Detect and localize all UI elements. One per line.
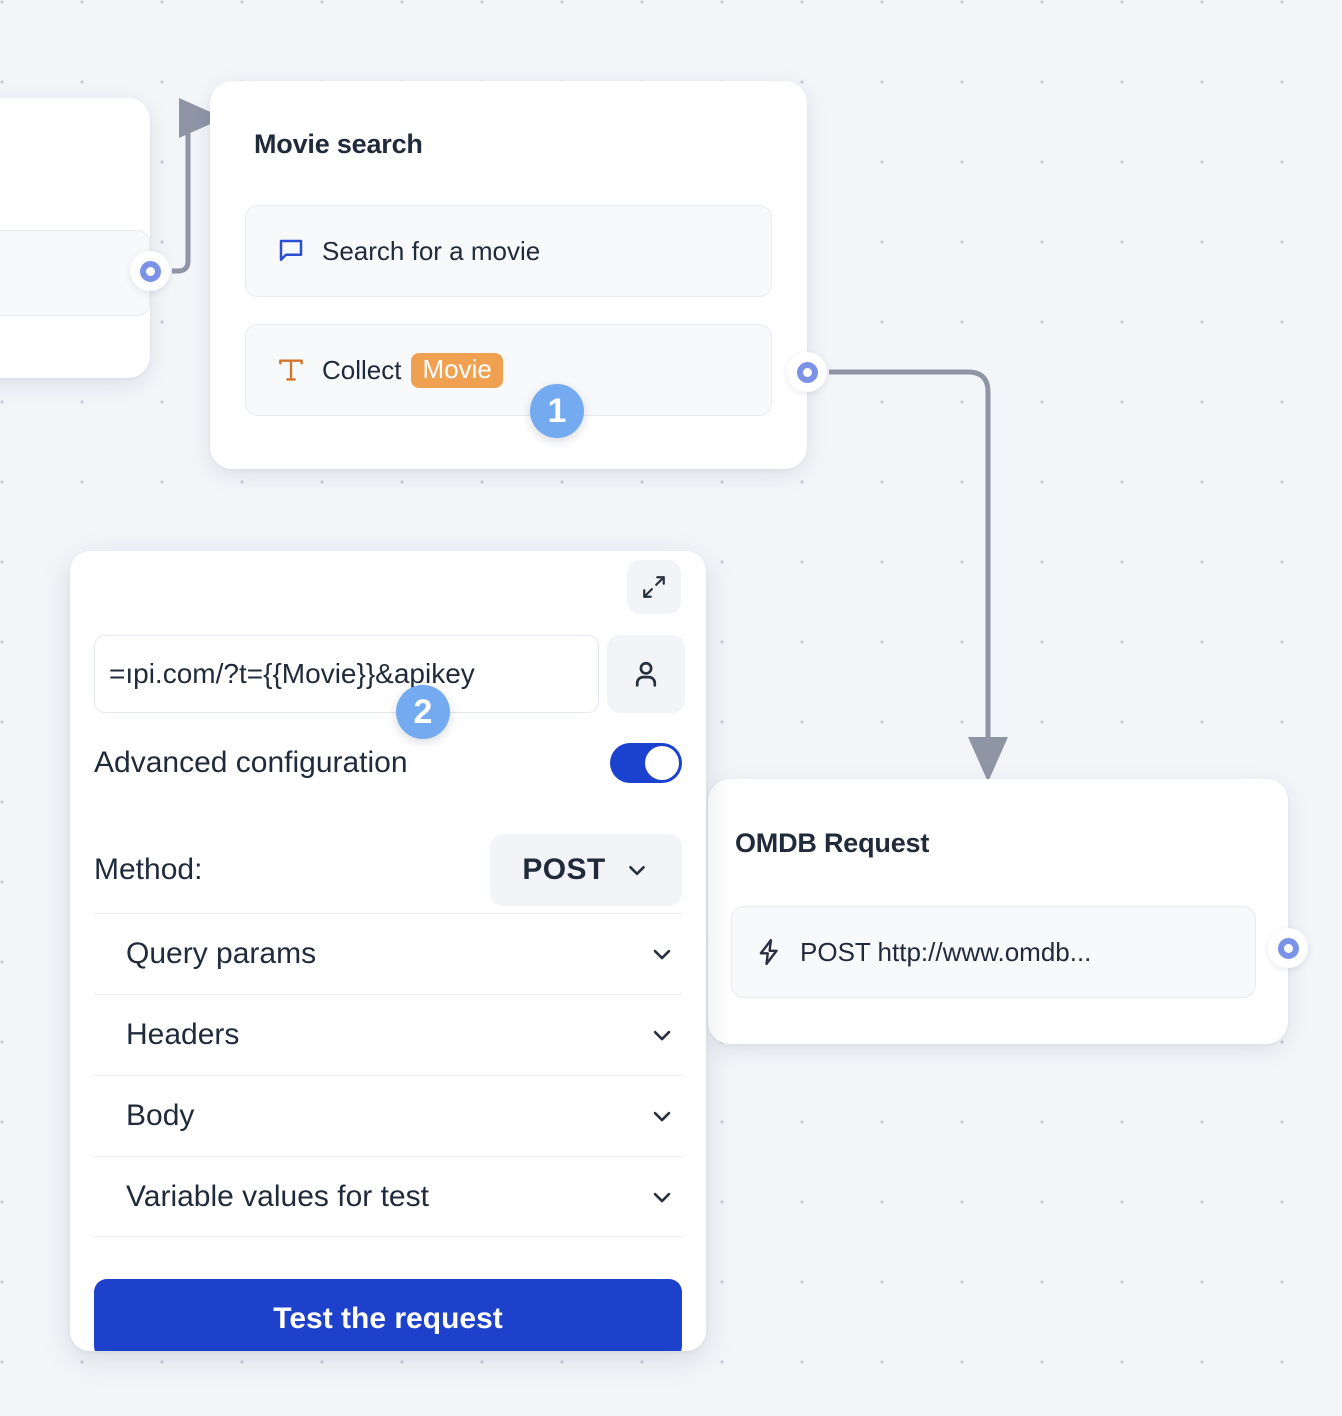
node-row-omdb-label: POST http://www.omdb...: [800, 936, 1092, 967]
node-row-search-for-a-movie[interactable]: Search for a movie: [245, 205, 772, 297]
collect-word: Collect: [322, 354, 402, 385]
text-type-icon: [276, 355, 306, 385]
port-left-node-output[interactable]: [130, 251, 170, 291]
chevron-down-icon: [628, 865, 645, 876]
edge-movie-search-to-omdb: [829, 369, 1008, 783]
expand-panel-button[interactable]: [627, 560, 681, 614]
request-url-input[interactable]: [94, 635, 599, 713]
chevron-down-icon[interactable]: [648, 1102, 676, 1130]
node-row-collect-label: Collect Movie: [322, 352, 503, 388]
request-config-panel[interactable]: Advanced configuration Method: POST Quer…: [70, 551, 706, 1351]
accordion-item-body[interactable]: Body: [94, 1075, 682, 1156]
port-omdb-output[interactable]: [1268, 928, 1308, 968]
url-input-row[interactable]: [94, 635, 685, 713]
node-movie-search[interactable]: Movie search Search for a movie Collect: [210, 81, 807, 469]
accordion-item-headers[interactable]: Headers: [94, 994, 682, 1075]
accordion-label-variable-values: Variable values for test: [126, 1179, 429, 1213]
toggle-knob: [645, 746, 679, 780]
node-omdb-title: OMDB Request: [735, 828, 930, 858]
node-row-collect-movie[interactable]: Collect Movie: [245, 324, 772, 416]
node-partial-left[interactable]: [0, 98, 150, 378]
accordion-label-body: Body: [126, 1099, 195, 1132]
chevron-down-icon[interactable]: [648, 1021, 676, 1049]
accordion-item-variable-values[interactable]: Variable values for test: [94, 1156, 682, 1237]
edge-left-to-movie-search: [172, 98, 225, 274]
method-select[interactable]: POST: [490, 834, 682, 906]
node-omdb-request[interactable]: OMDB Request POST http://www.omdb...: [687, 779, 1288, 1044]
node-row-omdb-post[interactable]: POST http://www.omdb...: [731, 906, 1256, 998]
message-bubble-icon: [276, 236, 306, 266]
advanced-configuration-toggle[interactable]: [610, 743, 682, 783]
node-movie-search-title: Movie search: [254, 129, 423, 159]
accordion-item-query-params[interactable]: Query params: [94, 913, 682, 994]
method-selected-value: POST: [522, 853, 606, 886]
chevron-down-icon[interactable]: [648, 940, 676, 968]
step-badge-1: 1: [530, 384, 584, 438]
method-label: Method:: [94, 853, 203, 886]
step-badge-2: 2: [396, 685, 450, 739]
accordion-label-query-params: Query params: [126, 937, 317, 970]
node-partial-left-row[interactable]: [0, 230, 150, 316]
variable-chip-movie[interactable]: Movie: [411, 352, 503, 388]
advanced-configuration-row[interactable]: Advanced configuration: [94, 743, 682, 783]
advanced-configuration-label: Advanced configuration: [94, 746, 408, 779]
test-the-request-button[interactable]: Test the request: [94, 1279, 682, 1351]
lightning-bolt-icon: [754, 937, 784, 967]
request-sections-accordion: Query params Headers Body Variable value…: [94, 913, 682, 1237]
node-row-search-label: Search for a movie: [322, 235, 541, 266]
expand-diagonal-icon: [643, 576, 665, 598]
url-user-variable-button[interactable]: [607, 635, 685, 713]
accordion-label-headers: Headers: [126, 1018, 240, 1051]
chevron-down-icon[interactable]: [648, 1183, 676, 1211]
port-movie-search-output[interactable]: [787, 352, 827, 392]
method-row: Method: POST: [94, 834, 682, 906]
person-icon: [635, 661, 657, 687]
